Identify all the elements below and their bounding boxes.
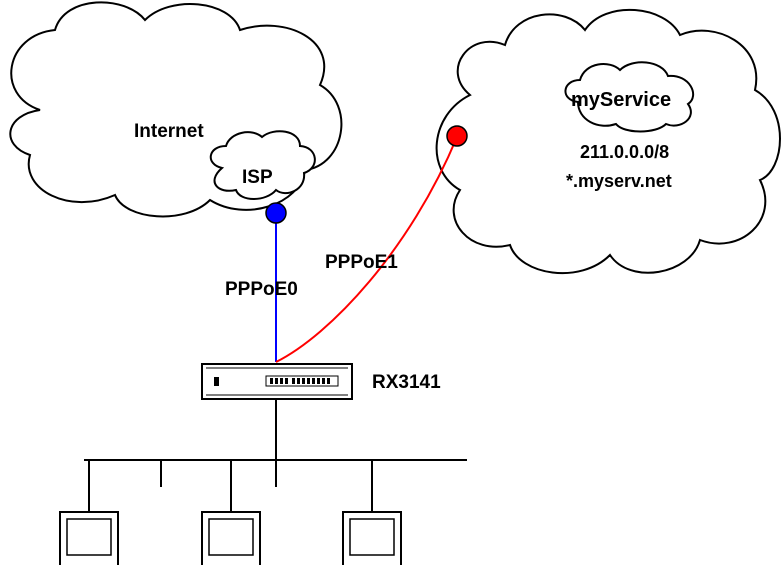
pppoe1-label: PPPoE1	[325, 252, 398, 273]
computer-2	[201, 511, 261, 565]
router-label: RX3141	[372, 372, 441, 393]
myservice-label: myService	[571, 89, 671, 111]
isp-connection-point	[265, 202, 287, 224]
isp-cloud	[209, 130, 316, 200]
computer-1	[59, 511, 119, 565]
router-power-led	[214, 377, 219, 386]
myservice-network-label: 211.0.0.0/8	[580, 142, 669, 162]
router-ports	[270, 378, 330, 384]
pppoe1-link	[275, 136, 458, 363]
router	[201, 363, 353, 400]
pppoe0-label: PPPoE0	[225, 279, 298, 300]
isp-label: ISP	[242, 167, 273, 188]
myservice-connection-point	[446, 125, 468, 147]
internet-label: Internet	[134, 121, 204, 142]
myservice-domain-label: *.myserv.net	[566, 171, 672, 191]
computer-3	[342, 511, 402, 565]
myservice-cloud	[564, 61, 695, 133]
myservice-network-cloud	[435, 9, 781, 275]
